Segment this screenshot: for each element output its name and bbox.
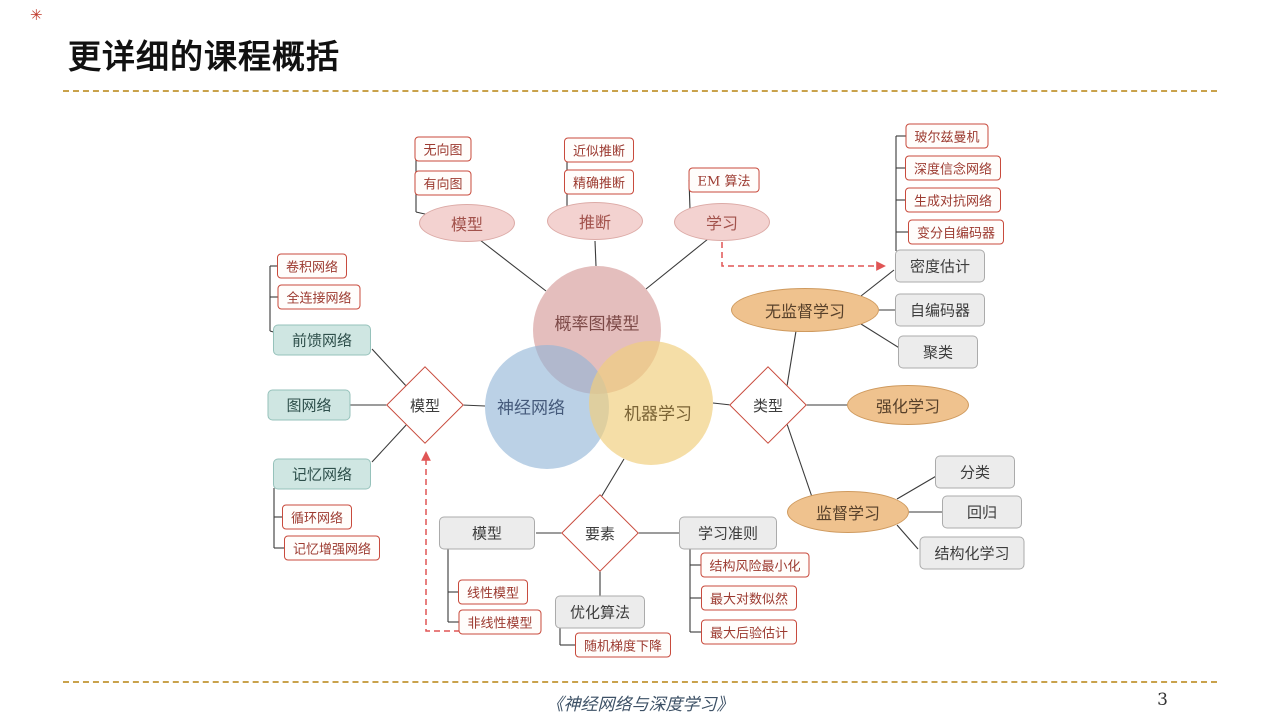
node-undirected-graph: 无向图 — [414, 136, 472, 162]
connector-line — [712, 402, 732, 406]
connector-line — [599, 458, 625, 500]
node-em-algorithm: EM 算法 — [688, 167, 760, 193]
node-autoencoder: 自编码器 — [894, 293, 986, 327]
node-memory-network: 记忆网络 — [272, 458, 372, 490]
node-regression: 回归 — [941, 495, 1023, 529]
connector-line — [594, 240, 597, 267]
node-nonlinear-model: 非线性模型 — [458, 609, 542, 635]
node-type-diamond: 类型 — [729, 366, 807, 444]
node-memory-augmented-network: 记忆增强网络 — [283, 535, 381, 561]
page-number: 3 — [1157, 690, 1168, 710]
connector-line — [371, 422, 409, 463]
dashed-arrows — [421, 242, 886, 632]
connector-line — [461, 404, 486, 407]
node-approximate-inference: 近似推断 — [563, 137, 635, 163]
node-unsupervised-learning: 无监督学习 — [731, 288, 879, 332]
venn-circle-ml — [589, 341, 713, 465]
node-structural-risk-minimization: 结构风险最小化 — [700, 552, 810, 578]
node-sgd: 随机梯度下降 — [574, 632, 672, 658]
node-model-bottom: 模型 — [438, 516, 536, 550]
connector-line — [786, 330, 797, 387]
venn-circle-nn — [485, 345, 609, 469]
connector-line — [786, 423, 813, 498]
footer-book-title: 《神经网络与深度学习》 — [546, 695, 734, 715]
node-conv-network: 卷积网络 — [276, 253, 348, 279]
venn-circles — [485, 266, 713, 469]
node-type-label: 类型 — [752, 396, 783, 415]
title-divider — [63, 90, 1217, 92]
node-exact-inference: 精确推断 — [563, 169, 635, 195]
node-graph-network: 图网络 — [267, 389, 351, 421]
connector-line — [479, 239, 547, 292]
footer-divider — [63, 681, 1217, 683]
node-learning: 学习 — [674, 203, 770, 241]
node-map-estimation: 最大后验估计 — [700, 619, 798, 645]
connector-line — [860, 269, 895, 297]
node-learning-criterion: 学习准则 — [678, 516, 778, 550]
node-linear-model: 线性模型 — [457, 579, 529, 605]
node-structured-learning: 结构化学习 — [919, 536, 1025, 570]
node-directed-graph: 有向图 — [414, 170, 472, 196]
node-elements-label: 要素 — [584, 524, 615, 543]
connector-line — [896, 474, 939, 500]
arrow-nonlinear-model-to-model-diamond — [421, 451, 460, 632]
connector-line — [896, 524, 919, 550]
node-density-estimation: 密度估计 — [894, 249, 986, 283]
venn-label-nn: 神经网络 — [497, 398, 565, 419]
node-deep-belief-network: 深度信念网络 — [904, 155, 1002, 181]
node-reinforcement-learning: 强化学习 — [847, 385, 969, 425]
arrow-learning-to-density-estimation — [721, 242, 886, 271]
node-fully-connected-network: 全连接网络 — [277, 284, 361, 310]
node-clustering: 聚类 — [897, 335, 979, 369]
connector-line — [645, 238, 709, 290]
solid-connectors — [269, 135, 944, 646]
node-classification: 分类 — [934, 455, 1016, 489]
node-inference: 推断 — [547, 202, 643, 240]
node-max-log-likelihood: 最大对数似然 — [700, 585, 798, 611]
connector-line — [371, 348, 409, 389]
node-recurrent-network: 循环网络 — [281, 504, 353, 530]
corner-logo-icon: ✳ — [30, 6, 43, 24]
node-model-top: 模型 — [419, 204, 515, 242]
node-optimization-algorithm: 优化算法 — [554, 595, 646, 629]
node-vae: 变分自编码器 — [907, 219, 1005, 245]
venn-label-ml: 机器学习 — [624, 404, 692, 425]
node-supervised-learning: 监督学习 — [787, 491, 909, 533]
venn-label-pgm: 概率图模型 — [554, 314, 640, 335]
node-model-left-label: 模型 — [409, 396, 440, 415]
node-gan: 生成对抗网络 — [904, 187, 1002, 213]
node-feedforward-network: 前馈网络 — [272, 324, 372, 356]
node-boltzmann-machine: 玻尔兹曼机 — [905, 123, 989, 149]
node-model-left-diamond: 模型 — [386, 366, 464, 444]
node-elements-diamond: 要素 — [561, 494, 639, 572]
connector-line — [860, 323, 902, 350]
page-title: 更详细的课程概括 — [68, 38, 340, 75]
